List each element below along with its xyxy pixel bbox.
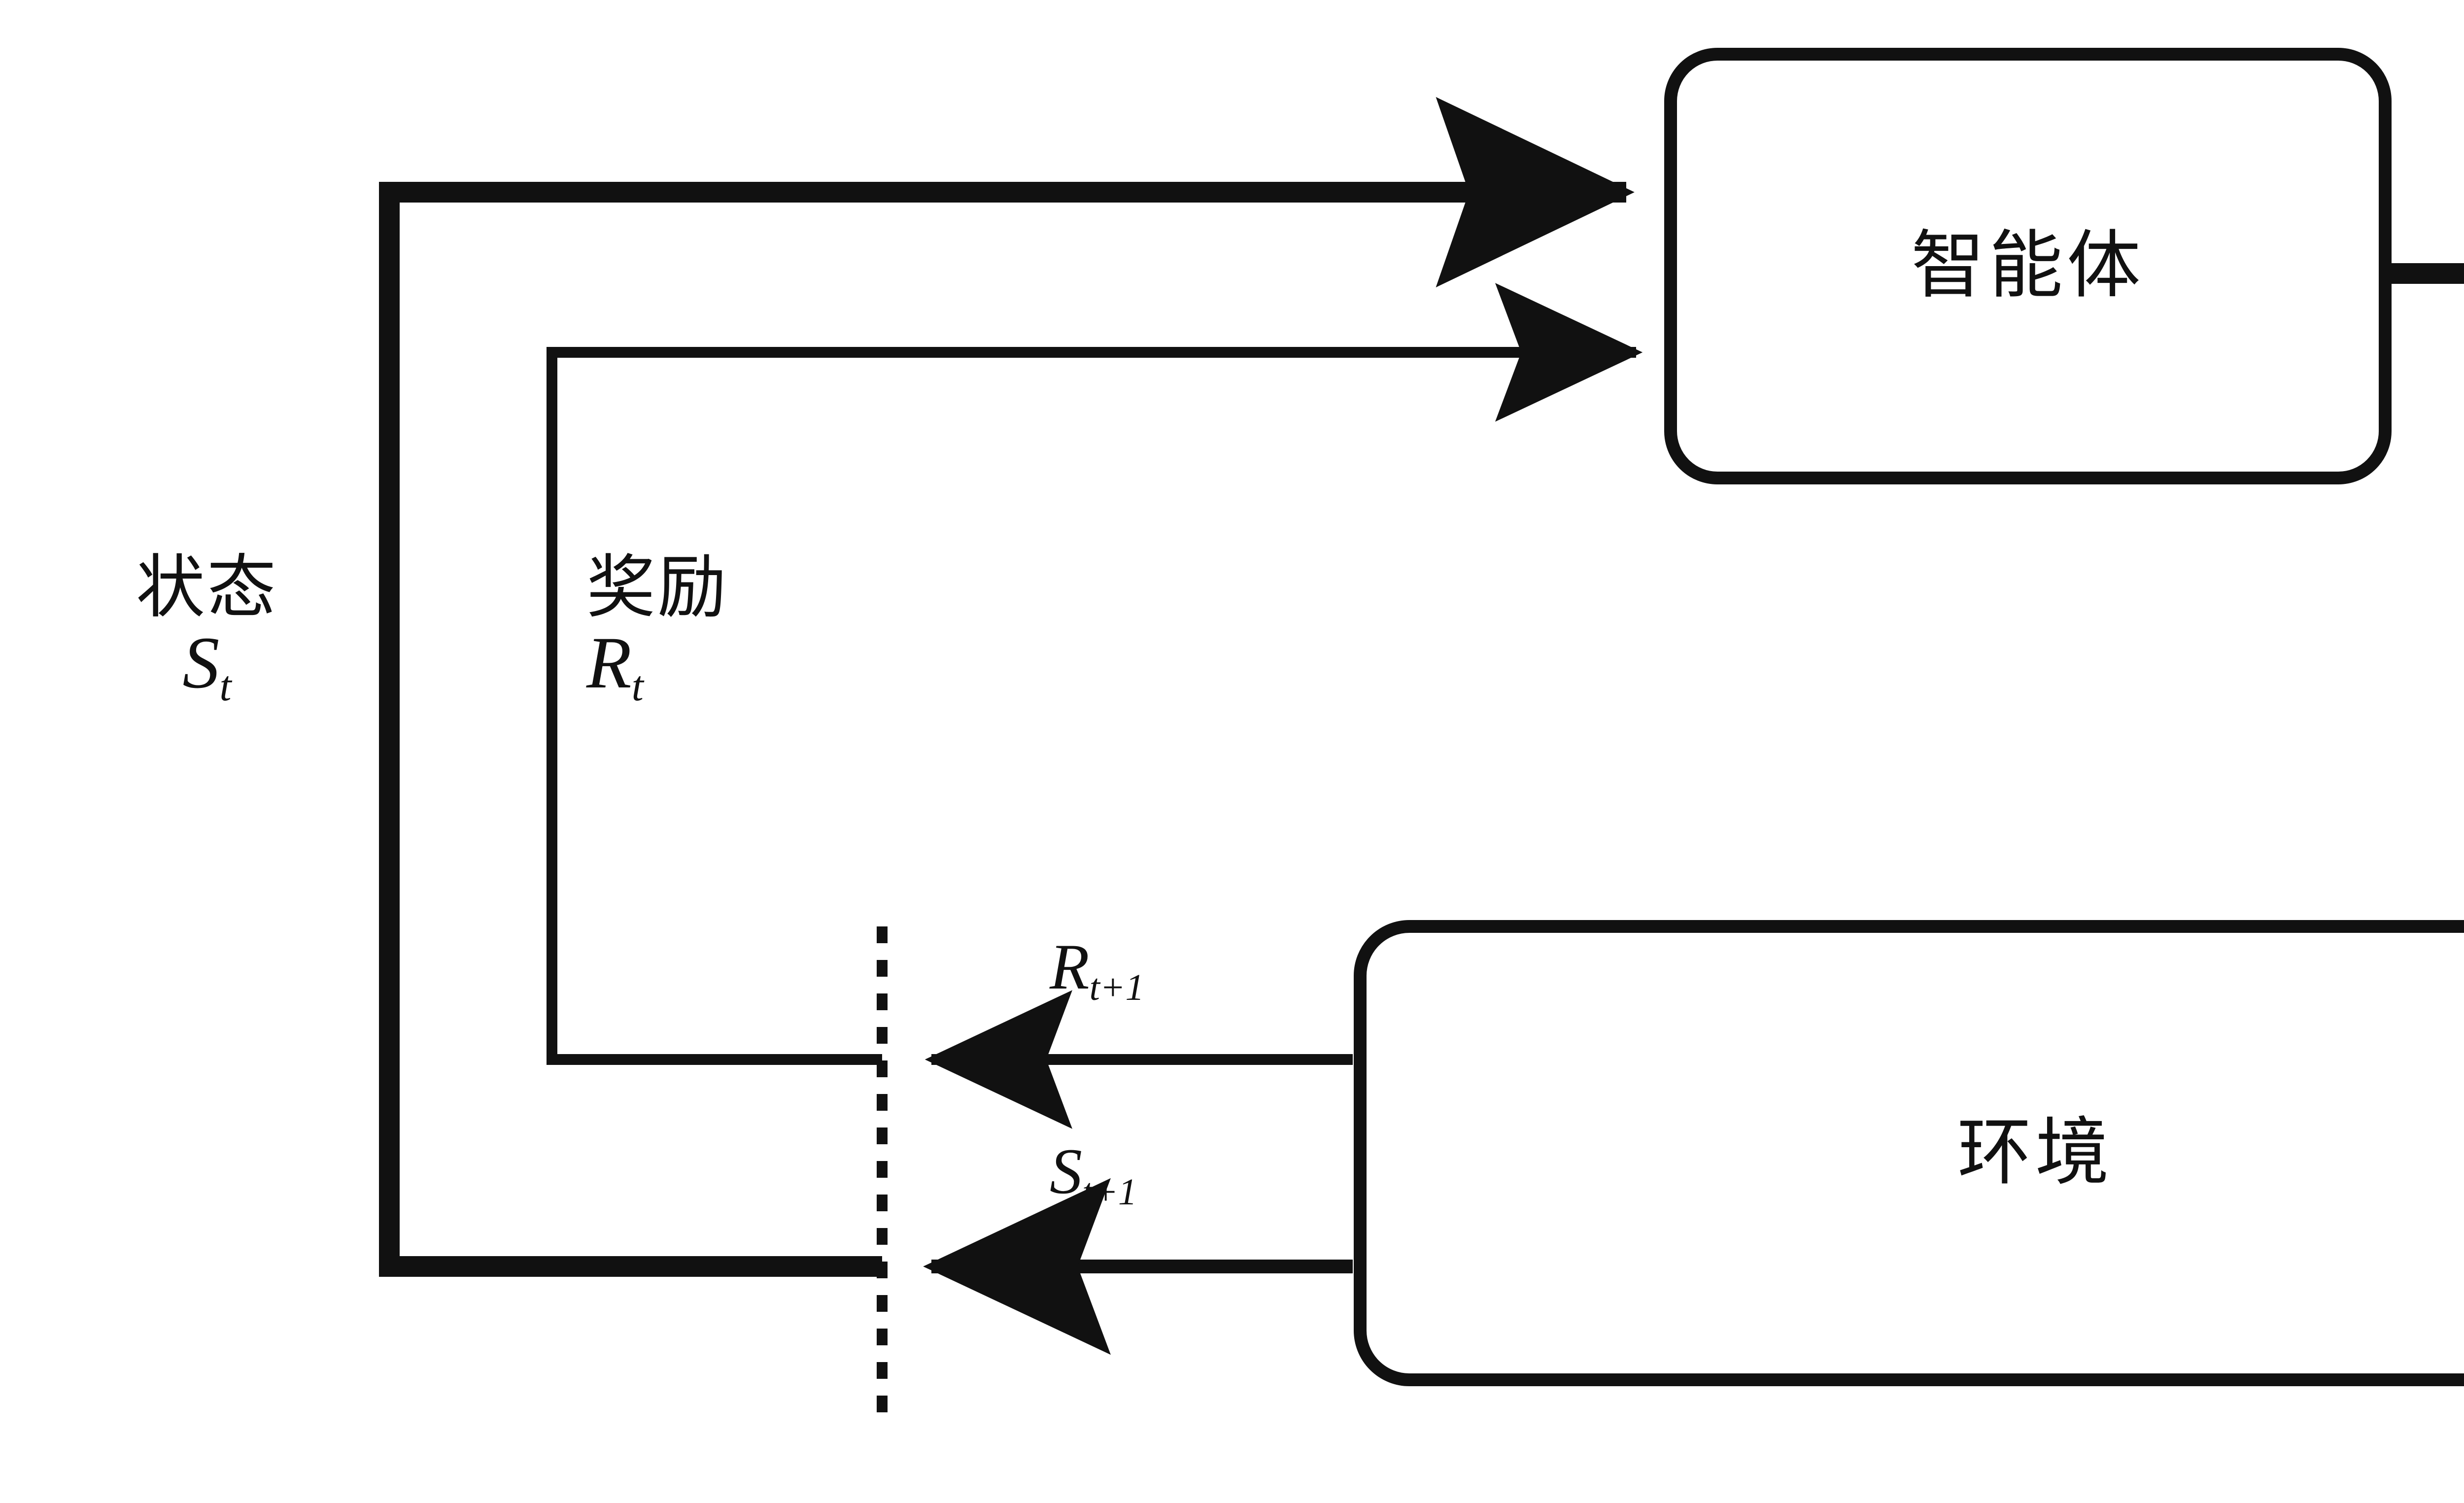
reward-feedback-symbol: Rt — [586, 622, 644, 710]
state-next-label: St+1 — [1050, 1135, 1137, 1213]
state-feedback-label: 状态 St — [89, 552, 325, 708]
state-feedback-path — [379, 97, 1635, 1277]
reward-feedback-label: 奖励 Rt — [586, 552, 843, 708]
environment-box[interactable] — [1354, 920, 2464, 1386]
agent-label: 智能体 — [1911, 225, 2145, 307]
reward-next-label: Rt+1 — [1050, 930, 1144, 1008]
environment-label: 环境 — [1957, 1112, 2113, 1194]
state-feedback-cn-label: 状态 — [136, 550, 278, 626]
reward-feedback-path — [547, 283, 1643, 1065]
reward-feedback-cn-label: 奖励 — [586, 550, 729, 626]
state-feedback-symbol: St — [182, 622, 232, 710]
